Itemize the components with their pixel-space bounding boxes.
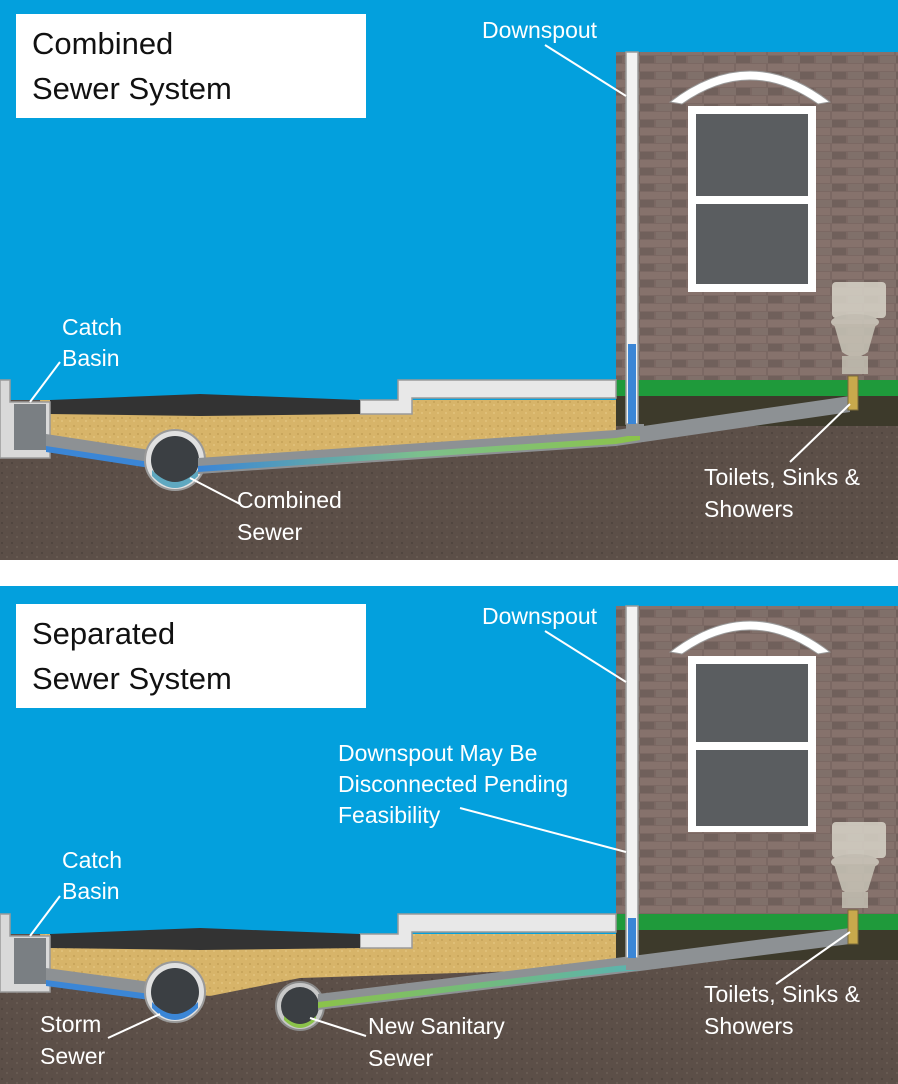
fixtures-label-2: Showers — [704, 1013, 794, 1039]
sanitary-sewer-label-1: New Sanitary — [368, 1013, 505, 1039]
combined-sewer-label-2: Sewer — [237, 519, 303, 545]
catch-basin-label-1: Catch — [62, 847, 123, 873]
separated-title-line1: Separated — [32, 616, 176, 651]
downspout-label: Downspout — [482, 17, 598, 43]
toilet-icon — [831, 282, 886, 374]
downspout-leader — [544, 630, 627, 683]
downspout-pipe — [625, 605, 639, 959]
sanitary-sewer-label-2: Sewer — [368, 1045, 434, 1071]
storm-sewer-leader — [107, 1013, 161, 1039]
storm-sewer-label-1: Storm — [40, 1011, 102, 1037]
catch-basin — [0, 379, 51, 459]
separated-title-line2: Sewer System — [32, 661, 232, 696]
fixtures-leader — [789, 403, 851, 463]
road — [50, 928, 360, 950]
catch-basin-label-2: Basin — [62, 345, 120, 371]
sidewalk — [359, 913, 617, 949]
note-label-2: Disconnected Pending — [338, 771, 569, 797]
sanitary-flow — [318, 964, 640, 1008]
combined-flow — [198, 434, 640, 472]
window — [668, 620, 832, 832]
sidewalk — [359, 379, 617, 415]
catch-basin — [0, 913, 51, 993]
downspout-label: Downspout — [482, 603, 598, 629]
separated-diagram — [0, 586, 898, 1084]
note-label-1: Downspout May Be — [338, 740, 538, 766]
lawn — [616, 914, 898, 930]
house-lateral-pipe — [198, 396, 850, 474]
soil-slope — [616, 418, 898, 560]
road — [50, 394, 360, 416]
combined-sewer-leader — [189, 477, 241, 505]
catch-basin-label-2: Basin — [62, 878, 120, 904]
catch-basin-leader — [29, 895, 61, 937]
combined-title-line1: Combined — [32, 26, 174, 61]
downspout-leader — [544, 44, 627, 97]
combined-sewer-label-1: Combined — [237, 487, 342, 513]
window — [668, 70, 832, 292]
fixtures-label-1: Toilets, Sinks & — [704, 981, 860, 1007]
storm-sewer-label-2: Sewer — [40, 1043, 106, 1069]
fixture-drain — [847, 909, 859, 945]
fixtures-leader — [775, 931, 851, 985]
fixtures-label-2: Showers — [704, 496, 794, 522]
combined-diagram — [0, 0, 898, 560]
lawn — [616, 380, 898, 396]
catch-basin-label-1: Catch — [62, 314, 123, 340]
combined-title-box — [16, 14, 366, 118]
storm-water-flow — [46, 446, 150, 468]
note-label-3: Feasibility — [338, 802, 441, 828]
sanitary-sewer-leader — [309, 1017, 367, 1037]
combined-title-line2: Sewer System — [32, 71, 232, 106]
fixtures-label-1: Toilets, Sinks & — [704, 464, 860, 490]
catch-basin-leader — [29, 361, 61, 403]
storm-water-flow — [46, 980, 150, 1000]
separated-title-box — [16, 604, 366, 708]
fixture-drain — [847, 375, 859, 411]
combined-panel: Combined Sewer System Downspout Catch Ba… — [0, 0, 898, 560]
separated-panel: Separated Sewer System Downspout Downspo… — [0, 586, 898, 1084]
note-leader — [459, 807, 627, 853]
toilet-icon — [831, 822, 886, 908]
